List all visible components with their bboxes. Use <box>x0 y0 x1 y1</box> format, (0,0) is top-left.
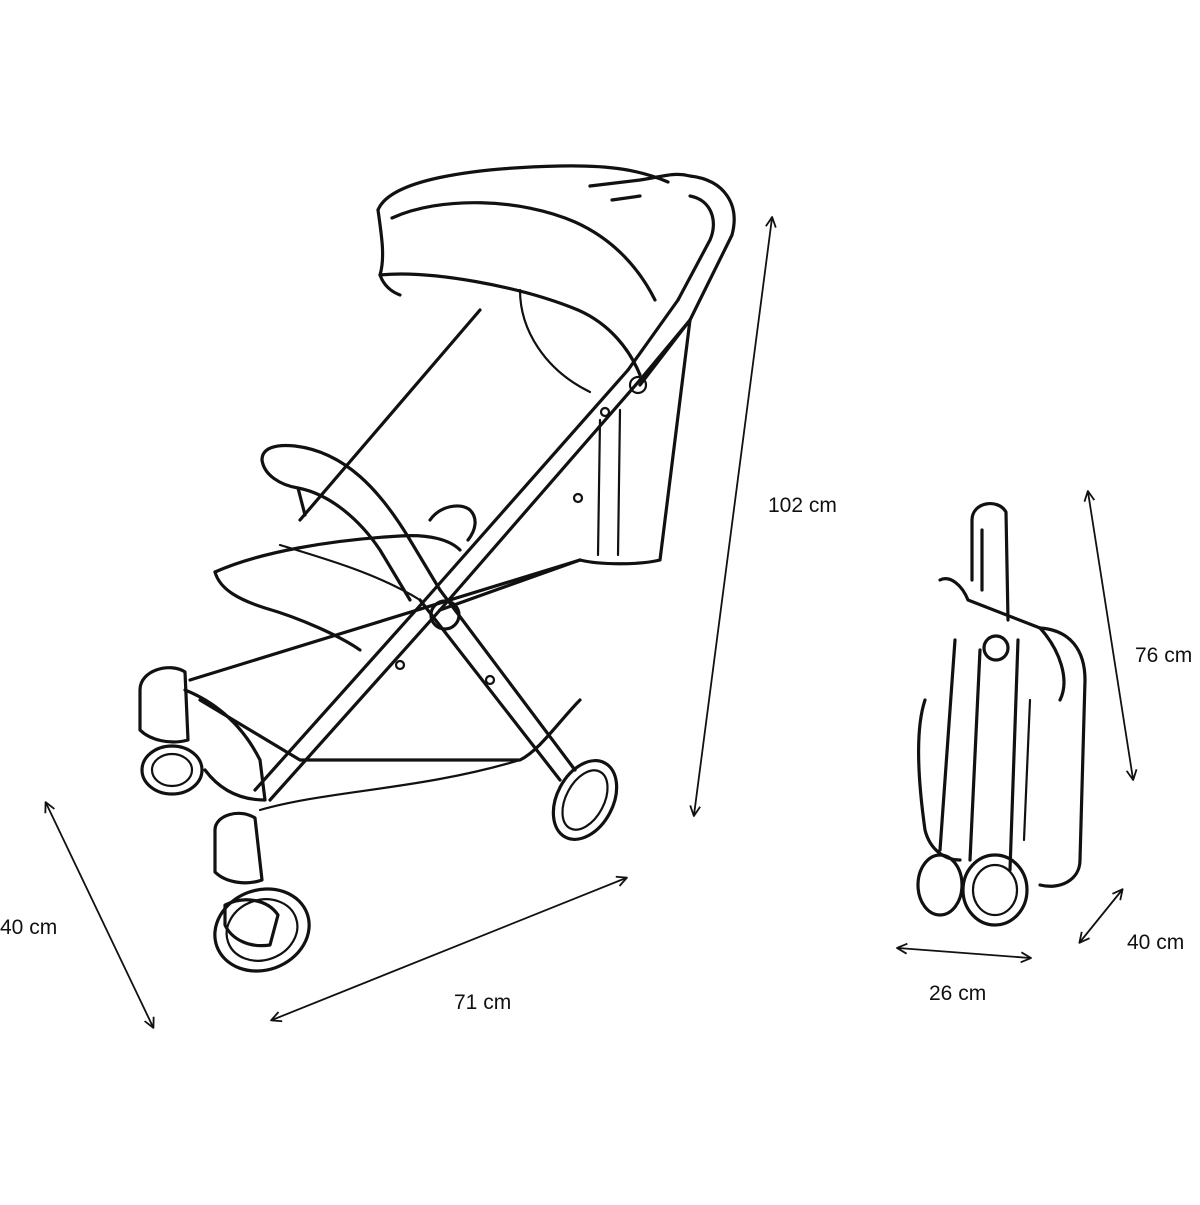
arrow-folded-width <box>896 942 1032 964</box>
label-unfolded-depth: 71 cm <box>454 991 512 1014</box>
front-wheel <box>213 811 311 973</box>
arrow-unfolded-height <box>689 216 777 817</box>
canopy <box>376 164 670 394</box>
arrow-unfolded-width <box>44 801 155 1029</box>
folded-stroller-drawing <box>916 502 1087 927</box>
arrow-folded-height <box>1083 490 1138 781</box>
frame <box>253 368 648 802</box>
label-unfolded-height: 102 cm <box>768 494 837 517</box>
bumper-bar <box>260 443 442 602</box>
rear-wheel <box>551 759 619 841</box>
label-folded-depth: 40 cm <box>1127 931 1185 954</box>
label-folded-width: 26 cm <box>929 982 987 1005</box>
seat-cushion <box>213 504 477 652</box>
label-folded-height: 76 cm <box>1135 644 1193 667</box>
arrow-folded-depth <box>1078 888 1124 944</box>
seat-back <box>298 308 692 566</box>
unfolded-stroller-drawing <box>138 164 736 973</box>
left-front-wheels <box>138 666 267 802</box>
label-unfolded-width: 40 cm <box>0 916 58 939</box>
arrow-unfolded-depth <box>270 875 628 1023</box>
handle <box>588 172 736 382</box>
basket <box>188 558 582 812</box>
